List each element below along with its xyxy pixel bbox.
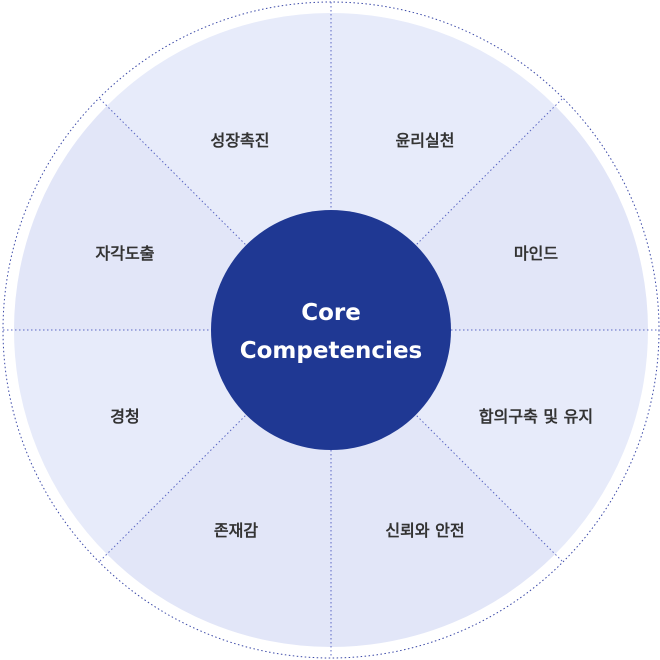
divider-diagonal-up bbox=[99, 98, 563, 562]
segment-label-presence: 존재감 bbox=[214, 521, 258, 540]
segment-label-ethics: 윤리실천 bbox=[396, 131, 455, 150]
center-circle bbox=[211, 210, 451, 450]
segment-label-trust: 신뢰와 안전 bbox=[385, 521, 464, 540]
segment-label-agreements: 합의구축 및 유지 bbox=[479, 407, 593, 426]
segment-label-listening: 경청 bbox=[110, 407, 139, 426]
segment-label-awareness: 자각도출 bbox=[96, 244, 155, 263]
segment-label-mindset: 마인드 bbox=[514, 244, 558, 263]
divider-diagonal-down bbox=[99, 98, 563, 562]
center-title-line1: Core bbox=[301, 300, 361, 326]
center-title-line2: Competencies bbox=[240, 338, 422, 364]
segment-label-growth: 성장촉진 bbox=[211, 131, 270, 150]
